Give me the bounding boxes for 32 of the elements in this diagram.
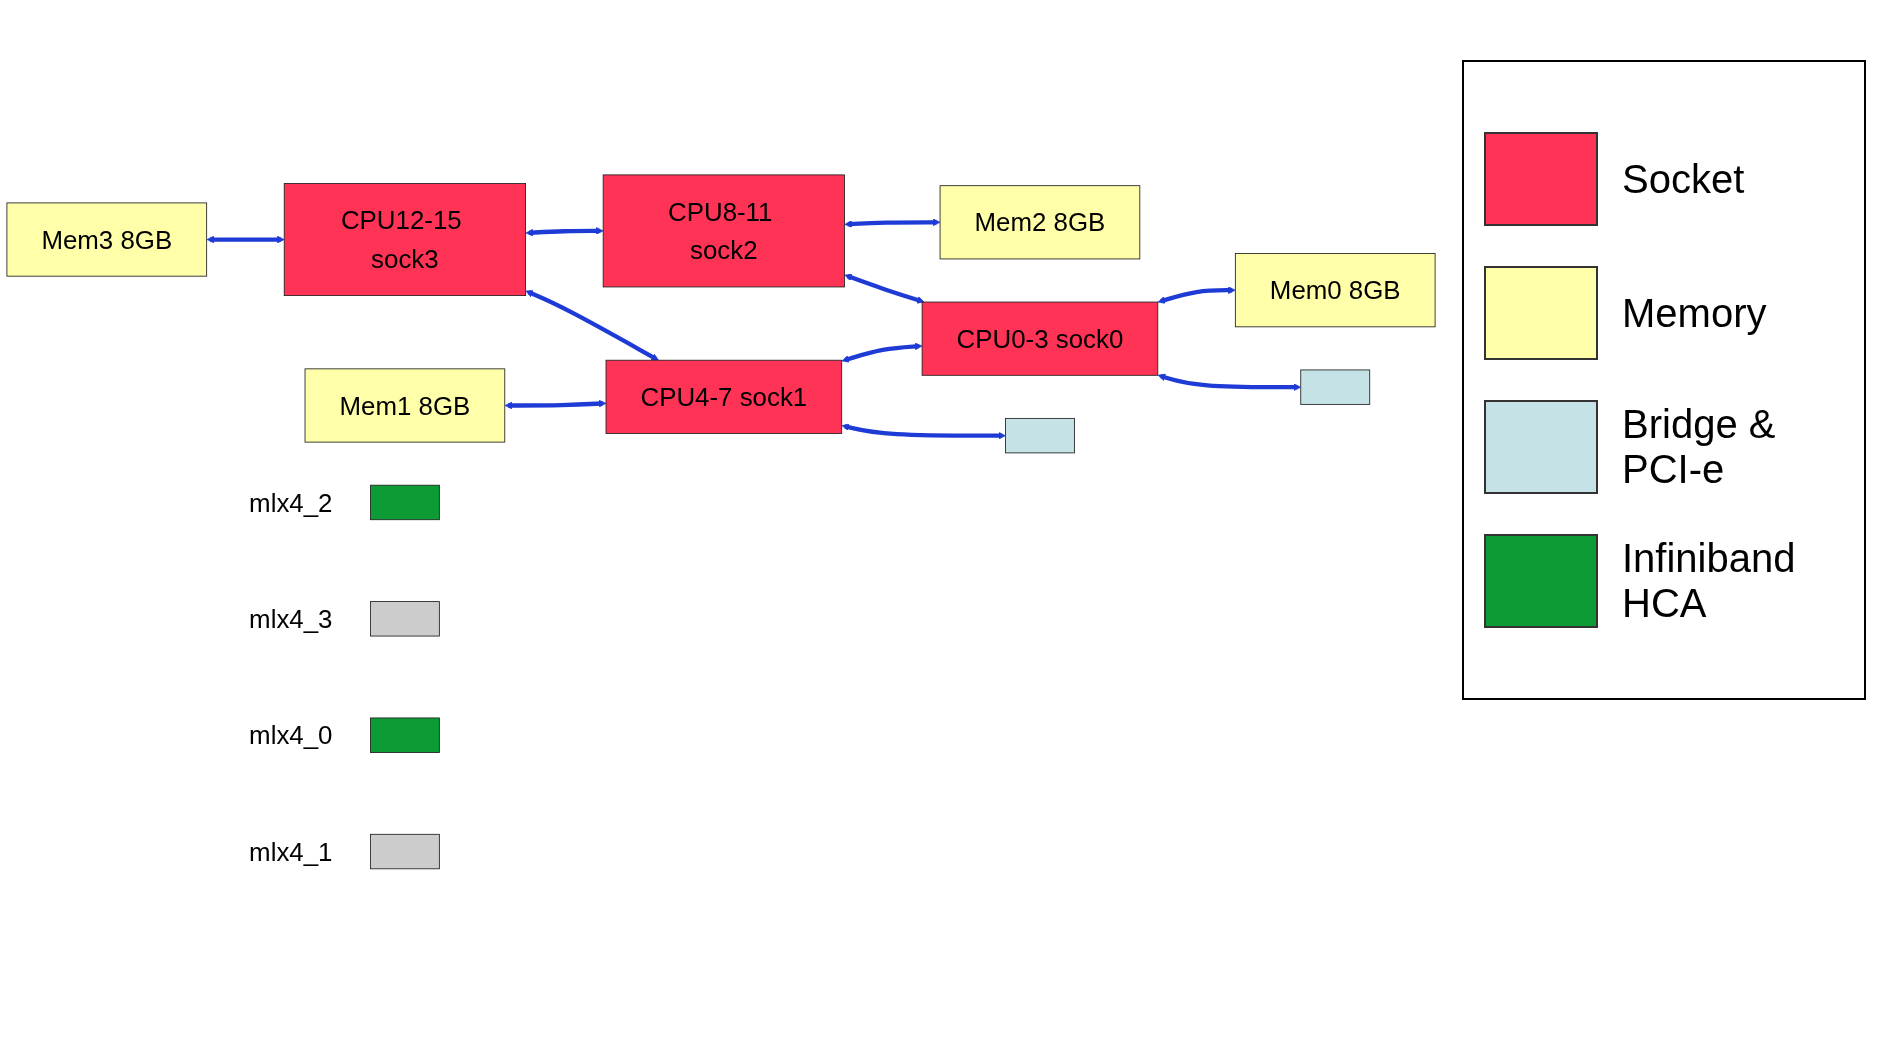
arrow (841, 423, 1006, 440)
node-box: CPU12-15 sock3 (283, 183, 526, 296)
node-box (1300, 369, 1371, 405)
node-box: CPU4-7 sock1 (605, 359, 843, 434)
arrow (844, 218, 941, 228)
arrow (525, 290, 659, 361)
arrow (841, 342, 923, 363)
arrow (525, 227, 604, 237)
node-label: mlx4_0 (249, 720, 333, 750)
node-bar (370, 717, 440, 753)
node-box (1005, 417, 1075, 454)
node-bar (370, 484, 440, 521)
node-label: mlx4_2 (249, 488, 333, 517)
node-box: Mem3 8GB (6, 202, 208, 277)
arrow (504, 399, 607, 410)
legend-label: Socket (1622, 156, 1745, 202)
node-box: Mem1 8GB (304, 368, 506, 443)
arrow (1157, 286, 1236, 304)
arrow (1157, 373, 1302, 391)
node-label: mlx4_1 (249, 837, 333, 866)
legend-label: Infiniband HCA (1622, 536, 1797, 626)
arrow (206, 235, 285, 244)
arrow (844, 273, 925, 304)
node-box: CPU0-3 sock0 (921, 301, 1159, 376)
node-label: mlx4_3 (249, 604, 333, 633)
legend-label: Bridge & PCI-e (1622, 402, 1777, 492)
node-box: Mem0 8GB (1234, 253, 1436, 328)
node-box: CPU8-11 sock2 (602, 174, 845, 288)
node-bar (370, 601, 440, 637)
legend-label: Memory (1622, 290, 1767, 336)
node-box: Mem2 8GB (939, 185, 1141, 260)
node-bar (370, 833, 440, 870)
